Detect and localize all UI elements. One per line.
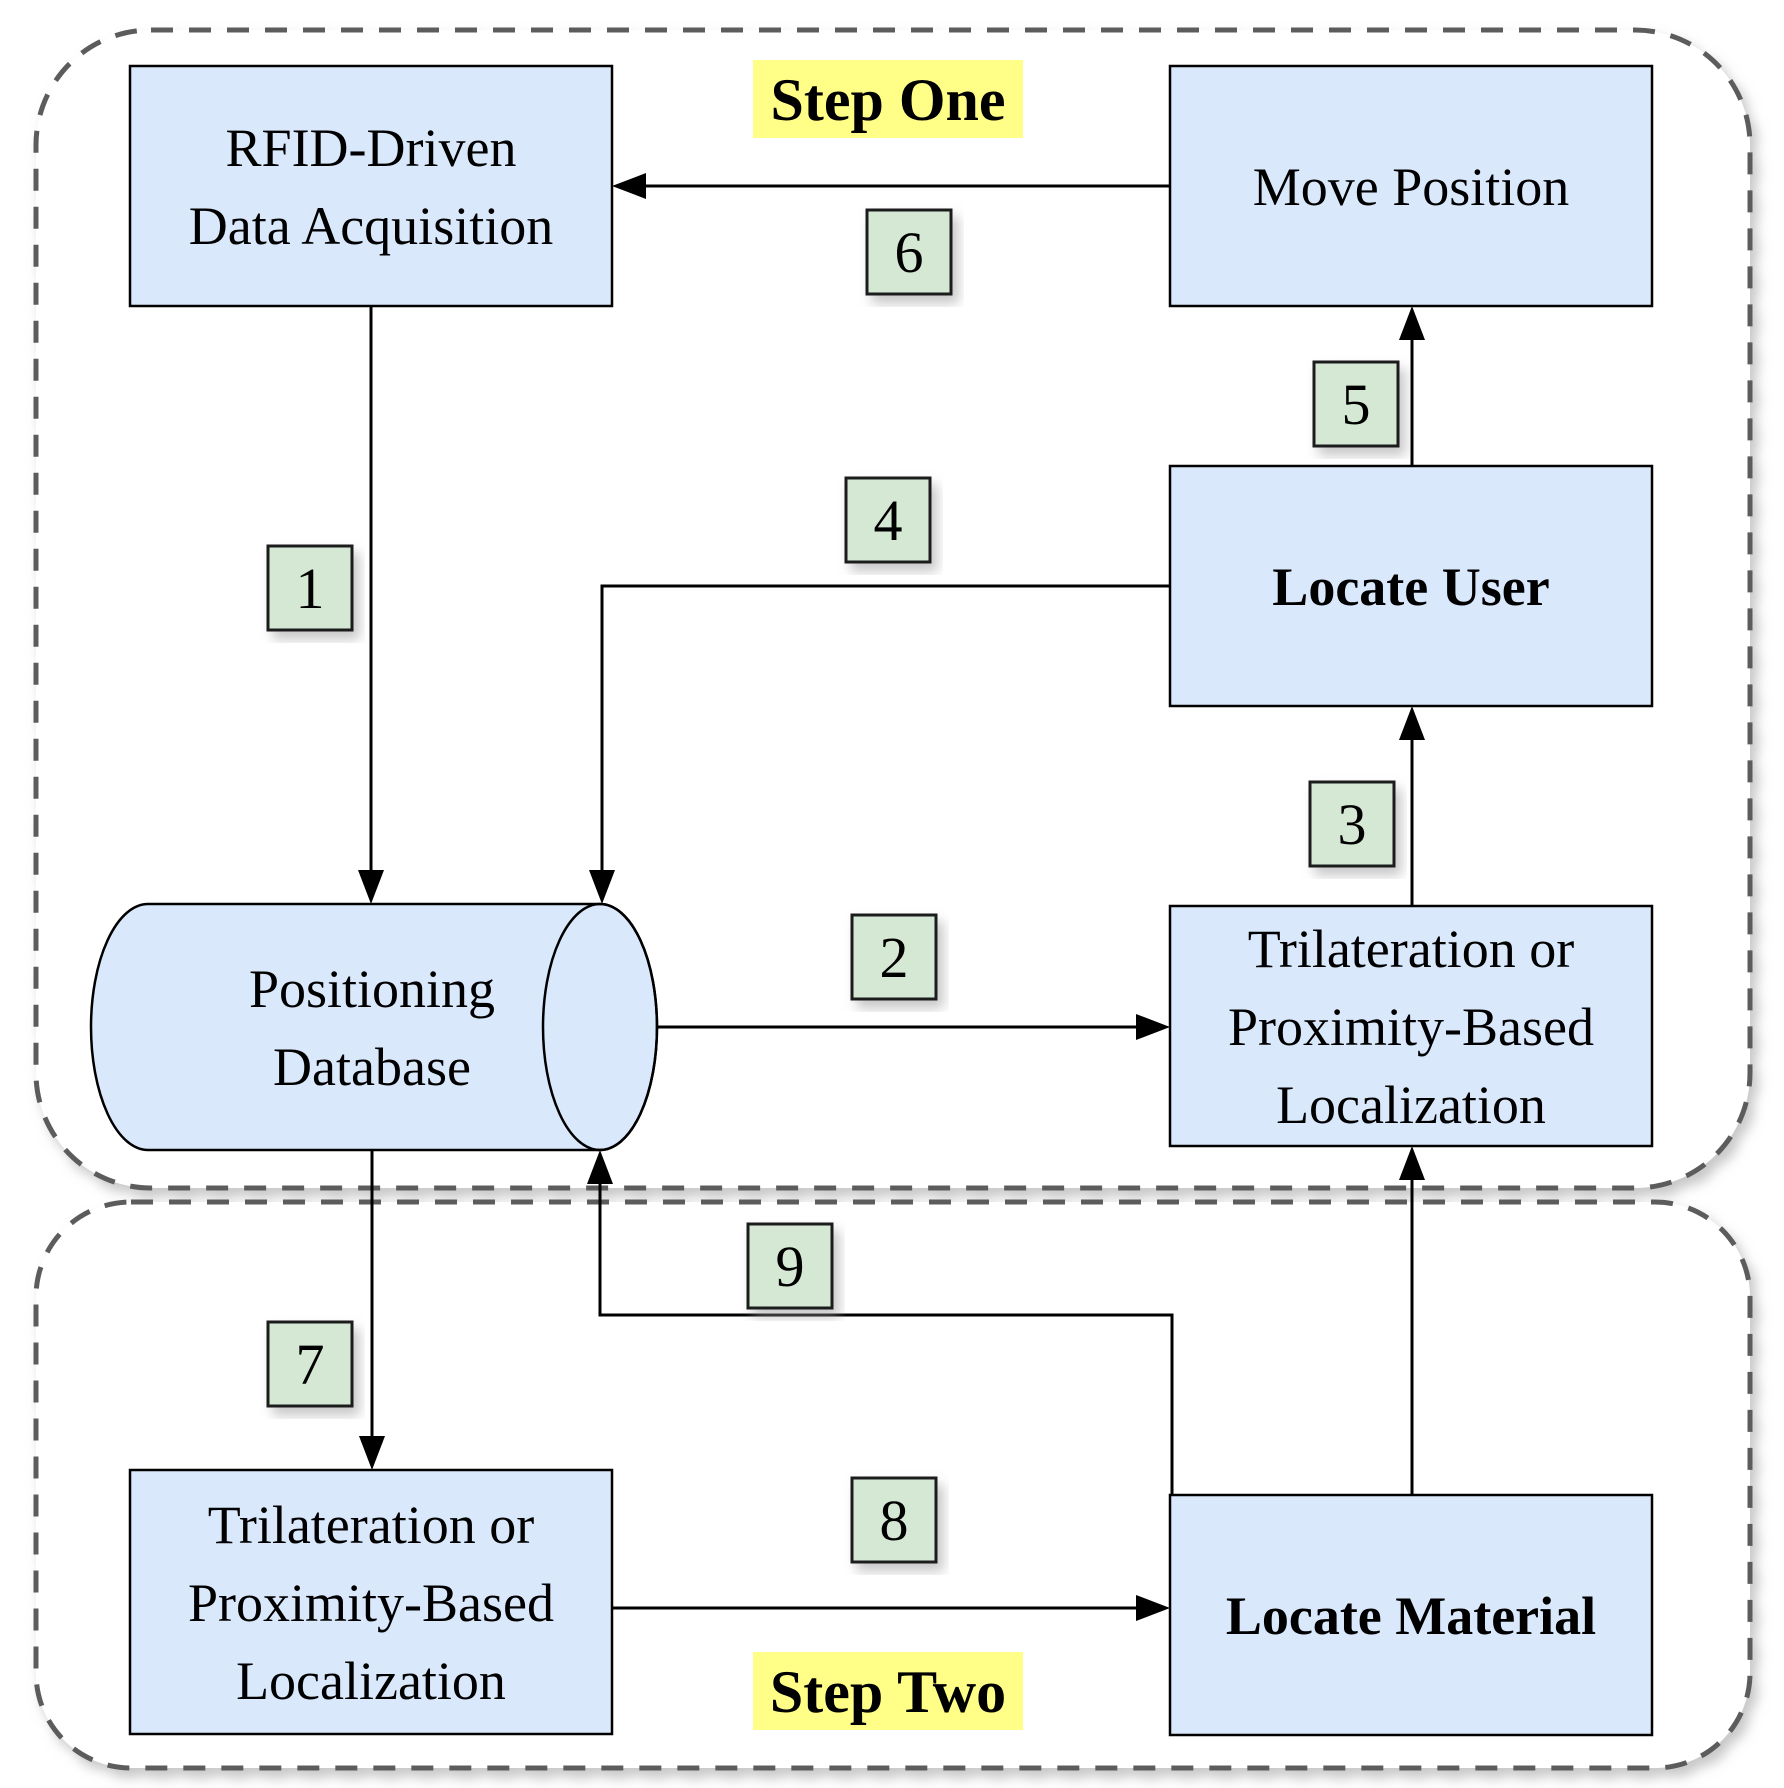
node-move-position-line-1: Move Position — [1253, 157, 1570, 217]
badge-2-number: 2 — [880, 925, 909, 990]
node-locate-material-line-1: Locate Material — [1226, 1586, 1596, 1646]
arrow-5-user-to-move-arrowhead-icon — [1399, 306, 1425, 340]
arrow-7-database-to-trilateration2-arrowhead-icon — [359, 1436, 385, 1470]
arrow-3-trilateration-to-user-arrowhead-icon — [1399, 706, 1425, 740]
arrow-2-database-to-trilateration — [657, 1014, 1170, 1040]
arrow-4-user-to-database — [589, 584, 1170, 904]
node-trilateration-step-two-line-2: Proximity-Based — [188, 1573, 554, 1633]
badge-3-box — [1308, 780, 1396, 868]
node-locate-user-box — [1168, 464, 1654, 708]
badge-5-number: 5 — [1342, 372, 1371, 437]
container-step-one — [33, 27, 1753, 1191]
badge-4-number: 4 — [874, 488, 903, 553]
step-one-label: Step One — [770, 67, 1005, 133]
badge-1-box — [266, 544, 354, 632]
node-locate-material-box — [1168, 1493, 1654, 1737]
badge-8-number: 8 — [880, 1488, 909, 1553]
arrow-3-trilateration-to-user — [1399, 706, 1425, 906]
arrow-4-user-to-database-line — [600, 584, 1170, 870]
node-trilateration-step-one-line-2: Proximity-Based — [1228, 997, 1594, 1057]
arrow-7-database-to-trilateration2 — [359, 1150, 385, 1470]
arrow-material-to-trilateration1 — [1399, 1146, 1425, 1495]
database-cylinder-cap — [541, 902, 659, 1152]
arrow-8-trilateration2-to-material-arrowhead-icon — [1136, 1595, 1170, 1621]
node-trilateration-step-two-box — [128, 1468, 614, 1736]
node-trilateration-step-two-line-1: Trilateration or — [208, 1495, 534, 1555]
arrow-2-database-to-trilateration-arrowhead-icon — [1136, 1014, 1170, 1040]
arrow-1-rfid-to-database — [358, 307, 384, 904]
badge-5-box — [1312, 360, 1400, 448]
badge-4: 4 — [844, 476, 932, 564]
database-cylinder-shape — [89, 902, 659, 1152]
step-two-label-highlight — [753, 1652, 1023, 1730]
badge-7: 7 — [266, 1320, 354, 1408]
badge-5: 5 — [1312, 360, 1400, 448]
badge-2: 2 — [850, 913, 938, 1001]
arrow-9-material-to-database — [587, 1150, 1174, 1495]
badge-7-number: 7 — [296, 1332, 325, 1397]
badge-1-number: 1 — [296, 556, 325, 621]
arrow-4-user-to-database-arrowhead-icon — [589, 870, 615, 904]
arrow-8-trilateration2-to-material — [612, 1595, 1170, 1621]
arrow-6-move-to-rfid-arrowhead-icon — [612, 173, 646, 199]
badge-6: 6 — [865, 208, 953, 296]
badge-3: 3 — [1308, 780, 1396, 868]
node-locate-user: Locate User — [1168, 464, 1654, 708]
node-locate-user-line-1: Locate User — [1272, 557, 1549, 617]
badge-8: 8 — [850, 1476, 938, 1564]
step-two-label: Step Two — [770, 1659, 1006, 1725]
node-trilateration-step-two-line-3: Localization — [236, 1651, 506, 1711]
badge-1: 1 — [266, 544, 354, 632]
badge-2-box — [850, 913, 938, 1001]
badge-6-box — [865, 208, 953, 296]
arrow-5-user-to-move — [1399, 306, 1425, 466]
arrow-9-material-to-database-line — [598, 1184, 1174, 1495]
badge-8-box — [850, 1476, 938, 1564]
node-trilateration-step-one-line-3: Localization — [1276, 1075, 1546, 1135]
node-positioning-database-line-1: Positioning — [249, 959, 495, 1019]
arrow-9-material-to-database-arrowhead-icon — [587, 1150, 613, 1184]
badge-9-box — [746, 1222, 834, 1310]
node-trilateration-step-one-line-1: Trilateration or — [1248, 919, 1574, 979]
node-rfid-data-acquisition-line-2: Data Acquisition — [189, 196, 553, 256]
node-rfid-data-acquisition-box — [128, 64, 614, 308]
node-rfid-data-acquisition-line-1: RFID-Driven — [226, 118, 517, 178]
step-one-label-highlight — [753, 60, 1023, 138]
node-locate-user-label: Locate User — [1272, 557, 1549, 617]
node-locate-material-label: Locate Material — [1226, 1586, 1596, 1646]
badge-7-box — [266, 1320, 354, 1408]
arrow-6-move-to-rfid — [612, 173, 1170, 199]
node-move-position: Move Position — [1168, 64, 1654, 308]
arrow-material-to-trilateration1-arrowhead-icon — [1399, 1146, 1425, 1180]
badge-9: 9 — [746, 1222, 834, 1310]
badge-4-box — [844, 476, 932, 564]
arrow-1-rfid-to-database-arrowhead-icon — [358, 870, 384, 904]
node-move-position-box — [1168, 64, 1654, 308]
badge-6-number: 6 — [895, 220, 924, 285]
badge-9-number: 9 — [776, 1234, 805, 1299]
node-trilateration-step-one-box — [1168, 904, 1654, 1148]
node-positioning-database-line-2: Database — [273, 1037, 471, 1097]
badge-3-number: 3 — [1338, 792, 1367, 857]
node-locate-material: Locate Material — [1168, 1493, 1654, 1737]
node-move-position-label: Move Position — [1253, 157, 1570, 217]
